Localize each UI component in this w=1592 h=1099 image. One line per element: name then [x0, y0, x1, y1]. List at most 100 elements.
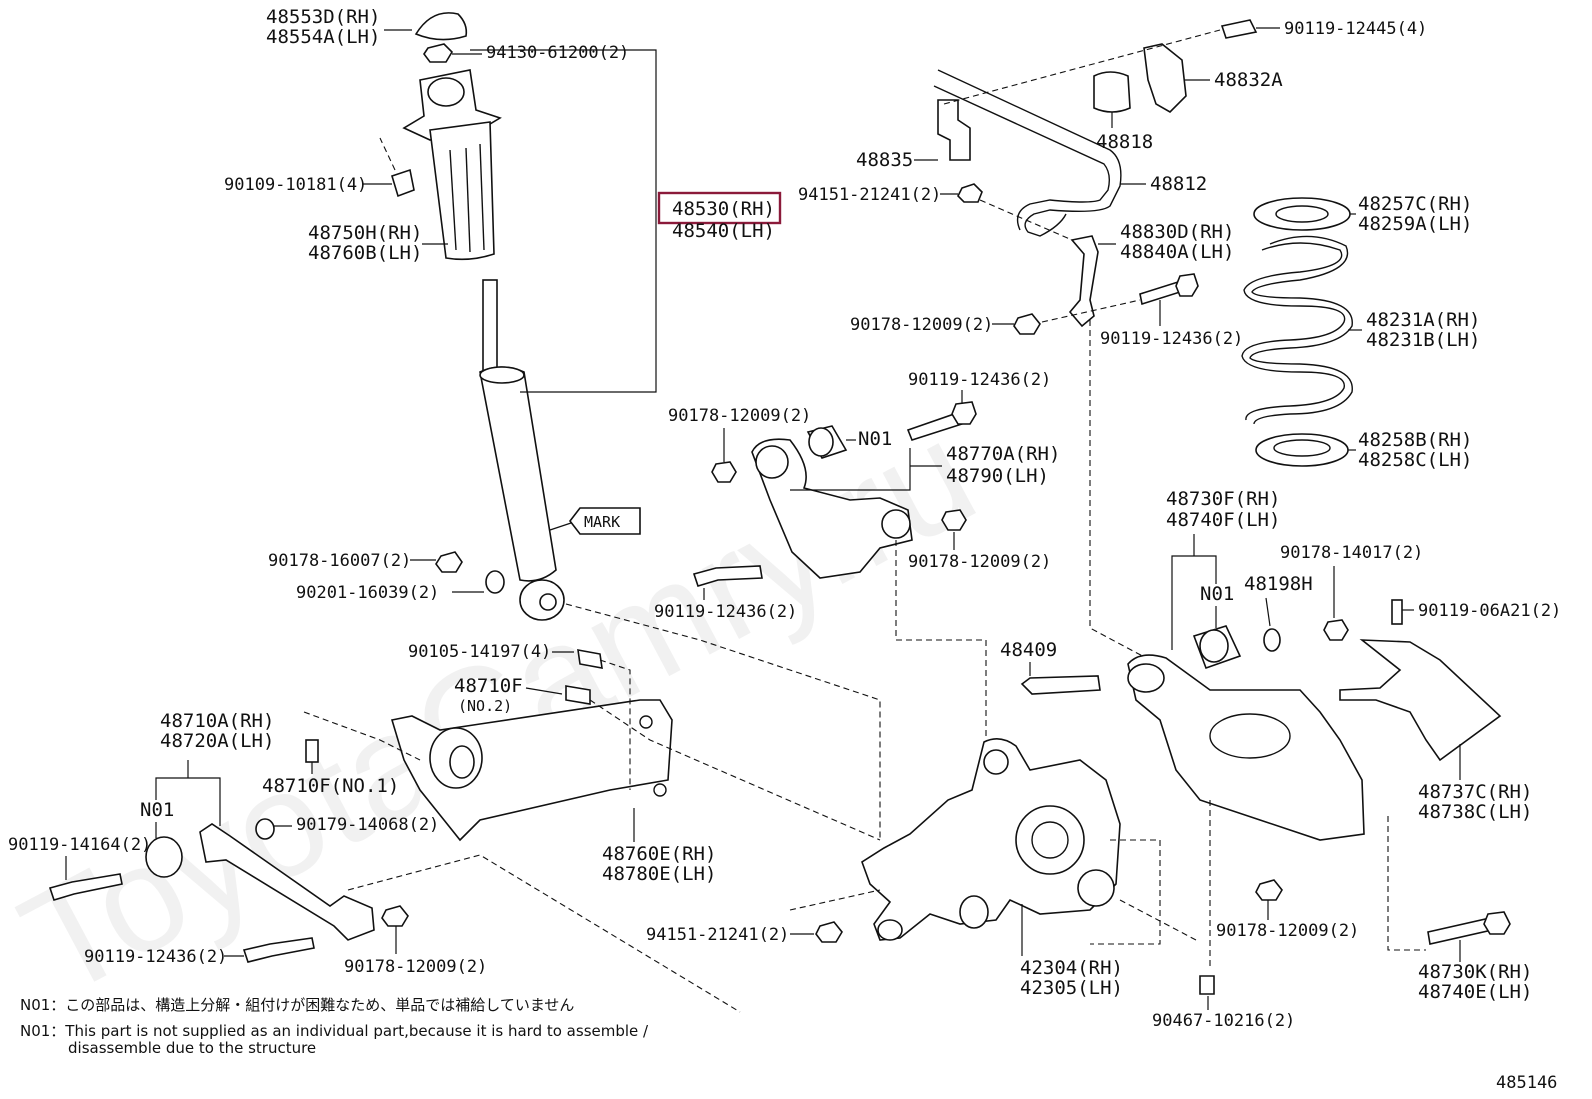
nut-90178-14017-icon	[1323, 619, 1349, 641]
label-90119-14164: 90119-14164(2)	[8, 835, 151, 855]
label-90178-12009-mid: 90178-12009(2)	[850, 315, 993, 335]
label-90178-12009-c: 90178-12009(2)	[668, 406, 811, 426]
label-94130: 94130-61200(2)	[486, 43, 629, 63]
label-48830D: 48830D(RH)	[1120, 221, 1234, 243]
label-90119-12436-c2: 90119-12436(2)	[654, 602, 797, 622]
label-48258C: 48258C(LH)	[1358, 449, 1472, 471]
label-48790: 48790(LH)	[946, 465, 1049, 487]
label-90178-12009-br: 90178-12009(2)	[1216, 921, 1359, 941]
upper-arm-icon	[751, 438, 913, 579]
label-48710A: 48710A(RH)	[160, 710, 274, 732]
coil-spring-icon	[1241, 242, 1346, 421]
label-90119-12445: 90119-12445(4)	[1284, 19, 1427, 39]
label-90119-06A21: 90119-06A21(2)	[1418, 601, 1561, 621]
label-42304: 42304(RH)	[1020, 957, 1123, 979]
stabilizer-group	[933, 19, 1258, 335]
label-48259A: 48259A(LH)	[1358, 213, 1472, 235]
cap-icon	[414, 12, 468, 41]
spring-group	[1241, 197, 1353, 467]
figure-number: 485146	[1496, 1073, 1557, 1093]
label-94151-bot: 94151-21241(2)	[646, 925, 789, 945]
label-90178-12009-bl: 90178-12009(2)	[344, 957, 487, 977]
trailing-arm-group	[390, 699, 673, 842]
label-48740E: 48740E(LH)	[1418, 981, 1532, 1003]
label-48750H: 48750H(RH)	[308, 222, 422, 244]
label-90467: 90467-10216(2)	[1152, 1011, 1295, 1031]
note-en-2: disassemble due to the structure	[68, 1039, 316, 1057]
upper-insulator-icon	[1253, 197, 1351, 231]
nut-90178-c-icon	[711, 461, 737, 483]
label-94151-top: 94151-21241(2)	[798, 185, 941, 205]
nut-90179-icon	[255, 818, 275, 840]
shock-rod-icon	[482, 279, 498, 381]
label-90119-12436-mid: 90119-12436(2)	[1100, 329, 1243, 349]
bolt-90119-14164-icon	[48, 873, 123, 901]
note-en-1: N01：This part is not supplied as an indi…	[20, 1022, 649, 1040]
washer-icon	[485, 570, 505, 594]
nut-90178-bl-icon	[381, 905, 409, 927]
bushing-left-icon	[145, 836, 183, 878]
label-90201: 90201-16039(2)	[296, 583, 439, 603]
label-48730F: 48730F(RH)	[1166, 488, 1280, 510]
n01-left-label: N01	[140, 799, 174, 821]
lower-insulator-icon	[1255, 433, 1349, 467]
label-90119-12436-c: 90119-12436(2)	[908, 370, 1051, 390]
label-48737C: 48737C(RH)	[1418, 781, 1532, 803]
label-90178-12009-c2: 90178-12009(2)	[908, 552, 1051, 572]
label-48530: 48530(RH)	[672, 198, 775, 220]
knuckle-group	[861, 738, 1121, 941]
shock-body-icon	[479, 366, 557, 582]
n01-right-label: N01	[1200, 583, 1234, 605]
label-90178-14017: 90178-14017(2)	[1280, 543, 1423, 563]
label-48840A: 48840A(LH)	[1120, 241, 1234, 263]
label-48770A: 48770A(RH)	[946, 443, 1060, 465]
label-48832A: 48832A	[1214, 69, 1283, 91]
label-48409: 48409	[1000, 639, 1057, 661]
rear-lower-arm-icon	[1127, 654, 1365, 841]
bolt-head-mid-icon	[1175, 273, 1199, 297]
bolt-48710F-icon	[565, 685, 591, 705]
label-90119-12436-bl: 90119-12436(2)	[84, 947, 227, 967]
cover-48737C-icon	[1339, 639, 1502, 762]
label-48540: 48540(LH)	[672, 220, 775, 242]
nut-90178-c2-icon	[941, 509, 967, 531]
shock-absorber-group	[379, 12, 565, 621]
label-48231B: 48231B(LH)	[1366, 329, 1480, 351]
note-jp: N01：この部品は、構造上分解・組付けが困難なため、単品では補給していません	[20, 996, 574, 1014]
washer-48198H-icon	[1263, 628, 1281, 652]
label-48812: 48812	[1150, 173, 1207, 195]
knuckle-icon	[861, 738, 1121, 941]
label-48720A: 48720A(LH)	[160, 730, 274, 752]
highlight-box	[657, 191, 782, 225]
label-48710F: 48710F	[454, 675, 523, 697]
label-48740F: 48740F(LH)	[1166, 509, 1280, 531]
bolt-90119-12445-icon	[1220, 19, 1258, 39]
label-90105: 90105-14197(4)	[408, 642, 551, 662]
top-nut-icon	[423, 43, 454, 63]
bracket-48835-icon	[937, 99, 971, 161]
nut-90178-br-icon	[1255, 879, 1283, 901]
bolt-90467-icon	[1199, 975, 1215, 995]
label-90179: 90179-14068(2)	[296, 815, 439, 835]
label-48710F-no1: 48710F(NO.1)	[262, 775, 399, 797]
nut-90178-mid-icon	[1013, 313, 1041, 335]
stabilizer-link-icon	[1068, 235, 1099, 328]
shock-nut-icon	[435, 551, 463, 573]
nut-94151-top-icon	[957, 183, 983, 203]
label-48710F-no2: (NO.2)	[458, 697, 512, 715]
bolt-90119-06A21-icon	[1391, 599, 1403, 625]
lower-arm-right-group	[1127, 599, 1502, 841]
bolt-90119-12436-bl-icon	[242, 937, 315, 963]
bolt-48710F-no1-icon	[305, 739, 319, 763]
bolt-90119-12436-c2-icon	[692, 565, 763, 587]
label-48835: 48835	[856, 149, 913, 171]
label-42305: 42305(LH)	[1020, 977, 1123, 999]
label-48198H: 48198H	[1244, 573, 1313, 595]
label-48780E: 48780E(LH)	[602, 863, 716, 885]
mark-label: MARK	[584, 513, 620, 531]
bushing-48818-icon	[1093, 71, 1131, 113]
bolt-48409-icon	[1020, 675, 1101, 695]
label-48258B: 48258B(RH)	[1358, 429, 1472, 451]
label-48760E: 48760E(RH)	[602, 843, 716, 865]
